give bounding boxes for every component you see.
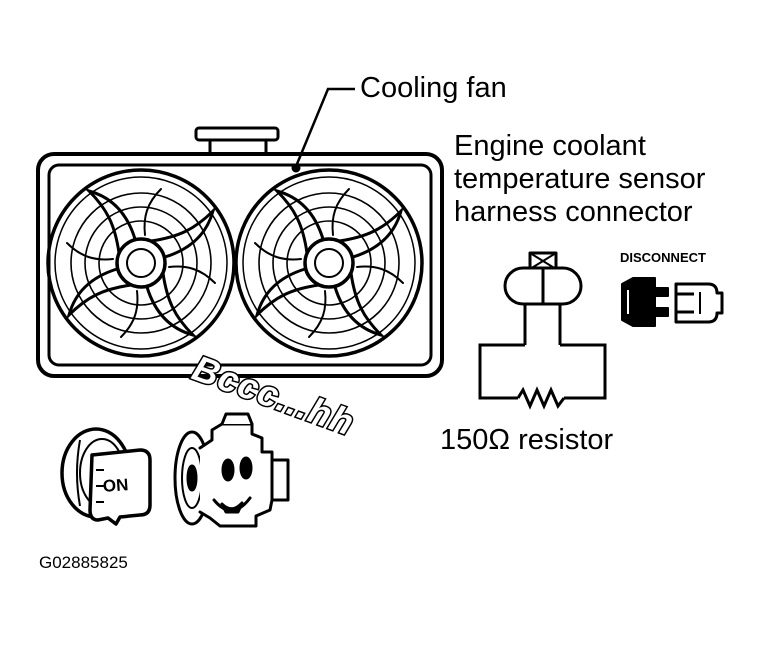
cooling-fan-label: Cooling fan [360,72,507,104]
cooling-fan-leader [291,87,355,173]
engine-icon [173,412,290,528]
disconnect-label: DISCONNECT [620,250,706,265]
sensor-label-line1: Engine coolant [454,130,646,162]
resistor-icon [478,343,607,410]
sensor-label-line3: harness connector [454,196,693,228]
ignition-on-label: ON [102,475,129,496]
figure-id: G02885825 [39,553,128,572]
sensor-label-line2: temperature sensor [454,163,706,195]
resistor-label: 150Ω resistor [440,424,614,456]
ignition-key-icon [60,427,152,526]
harness-connector-icon [503,251,583,345]
disconnected-connector-icon [621,277,724,327]
cooling-fan-icon [46,168,236,358]
cooling-fan-icon [234,168,424,358]
